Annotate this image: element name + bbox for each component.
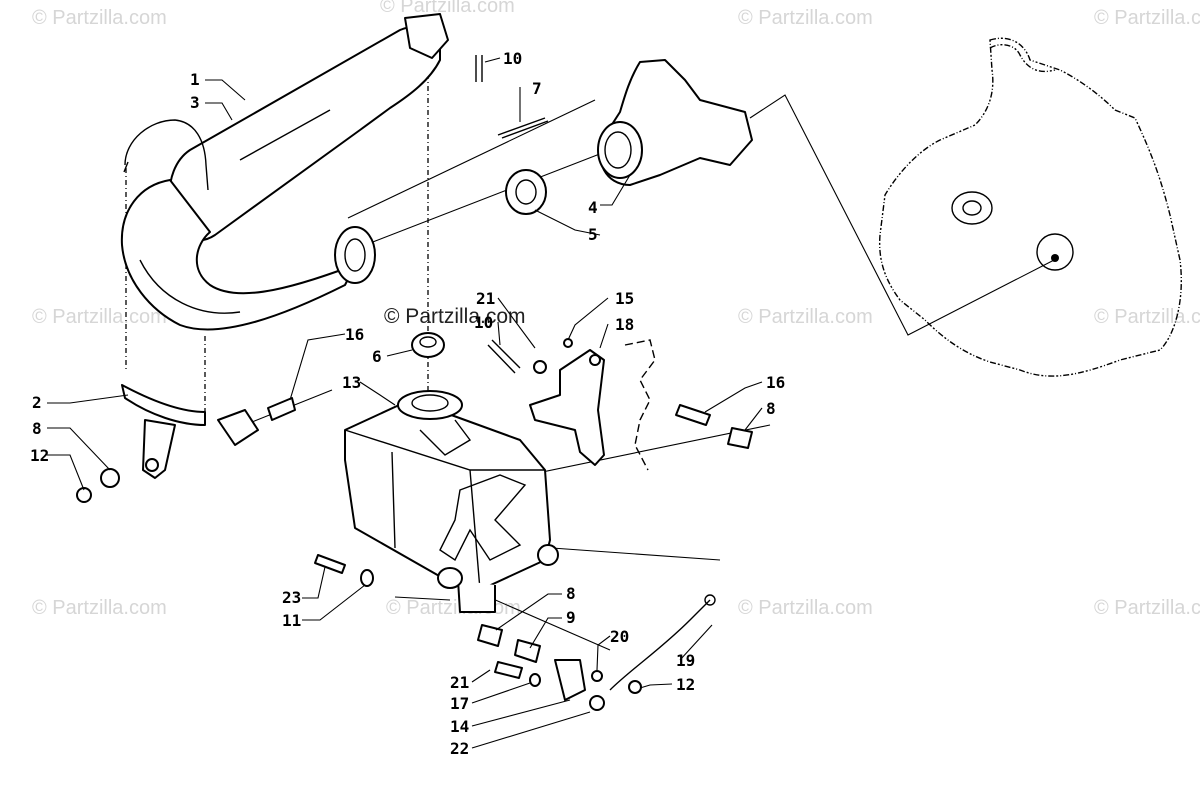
callout-13: 13 <box>342 373 361 392</box>
callouts: 1 2 3 4 5 6 7 8 8 8 9 10 10 11 12 12 13 … <box>30 49 785 758</box>
callout-5: 5 <box>588 225 598 244</box>
watermark: © Partzilla.com <box>380 0 515 17</box>
fasteners <box>76 338 753 711</box>
callout-23: 23 <box>282 588 301 607</box>
watermark: © Partzilla.com <box>738 306 873 328</box>
watermark: © Partzilla.com <box>1094 7 1200 29</box>
grommet-icon <box>411 332 445 358</box>
callout-9: 9 <box>566 608 576 627</box>
callout-1: 1 <box>190 70 200 89</box>
engine-outline-icon <box>878 37 1182 377</box>
watermark: © Partzilla.com <box>1094 597 1200 619</box>
callout-16: 16 <box>766 373 785 392</box>
callout-11: 11 <box>282 611 301 630</box>
callout-12: 12 <box>30 446 49 465</box>
watermark: © Partzilla.com <box>738 7 873 29</box>
exhaust-manifold-icon <box>597 59 753 186</box>
callout-21: 21 <box>476 289 495 308</box>
resonator-box-icon <box>344 390 559 613</box>
callout-8: 8 <box>32 419 42 438</box>
callout-10: 10 <box>503 49 522 68</box>
callout-15: 15 <box>615 289 634 308</box>
watermark: © Partzilla.com <box>738 597 873 619</box>
callout-8: 8 <box>566 584 576 603</box>
exhaust-muffler-icon <box>120 13 449 331</box>
spring-icon <box>475 55 549 374</box>
callout-4: 4 <box>588 198 598 217</box>
watermark: © Partzilla.com <box>386 597 521 619</box>
callout-8: 8 <box>766 399 776 418</box>
callout-14: 14 <box>450 717 469 736</box>
callout-20: 20 <box>610 627 629 646</box>
mount-bracket-icon <box>529 339 656 471</box>
watermark: © Partzilla.com <box>32 7 167 29</box>
watermark: © Partzilla.com <box>32 597 167 619</box>
watermarks: © Partzilla.com © Partzilla.com © Partzi… <box>32 0 1200 619</box>
leader-lines <box>47 57 763 749</box>
watermark: © Partzilla.com <box>1094 306 1200 328</box>
gasket-ring-icon <box>505 169 547 215</box>
callout-16: 16 <box>345 325 364 344</box>
watermark-prominent: © Partzilla.com <box>384 305 526 328</box>
callout-19: 19 <box>676 651 695 670</box>
callout-18: 18 <box>615 315 634 334</box>
callout-22: 22 <box>450 739 469 758</box>
muffler-bracket-icon <box>121 384 259 479</box>
callout-10: 10 <box>474 313 493 332</box>
watermark: © Partzilla.com <box>32 306 167 328</box>
callout-7: 7 <box>532 79 542 98</box>
muffler-spring-icon <box>123 119 209 191</box>
callout-2: 2 <box>32 393 42 412</box>
callout-17: 17 <box>450 694 469 713</box>
callout-12: 12 <box>676 675 695 694</box>
callout-3: 3 <box>190 93 200 112</box>
callout-21: 21 <box>450 673 469 692</box>
callout-6: 6 <box>372 347 382 366</box>
